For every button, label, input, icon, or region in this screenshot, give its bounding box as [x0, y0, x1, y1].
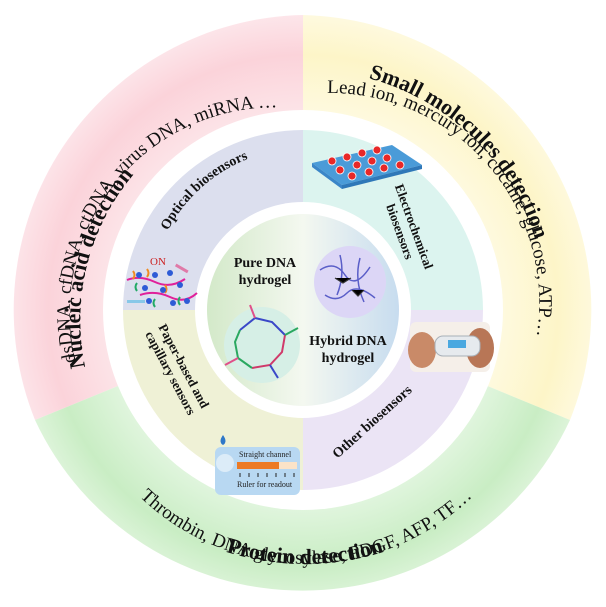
- svg-text:hydrogel: hydrogel: [322, 351, 375, 366]
- handheld-device-photo: [408, 322, 494, 372]
- hybrid-dna-hydrogel: Hybrid DNA hydrogel: [309, 246, 388, 366]
- svg-text:hydrogel: hydrogel: [239, 273, 292, 288]
- electrode-icon: [312, 145, 422, 189]
- svg-text:ON: ON: [150, 256, 166, 268]
- capillary-sensor-icon: Straight channel Ruler for readout: [215, 435, 300, 495]
- svg-text:Hybrid DNA: Hybrid DNA: [309, 334, 387, 349]
- hybrid-network-icon: [314, 246, 386, 318]
- pure-dna-hydrogel: Pure DNA hydrogel: [224, 256, 300, 383]
- svg-text:Pure DNA: Pure DNA: [234, 256, 297, 271]
- svg-text:Straight channel: Straight channel: [239, 450, 292, 459]
- svg-text:Ruler for readout: Ruler for readout: [237, 480, 293, 489]
- optical-dna-icon: ON: [126, 256, 198, 308]
- pure-dna-network-icon: [224, 307, 300, 383]
